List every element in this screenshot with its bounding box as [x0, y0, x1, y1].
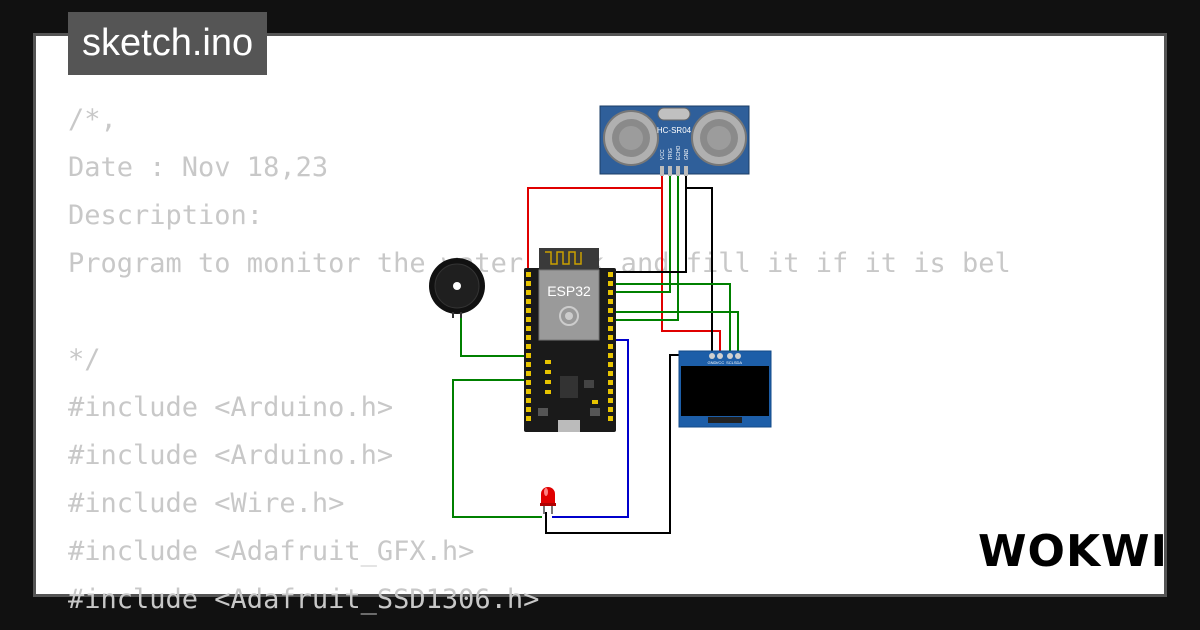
sensor-pin-label: GND — [684, 149, 690, 161]
wire-green-buzzer — [460, 312, 528, 357]
oled-pin-label: VCC — [716, 360, 725, 365]
sensor-label: HC-SR04 — [657, 126, 692, 135]
wokwi-logo: WOKWI — [978, 524, 1167, 581]
oled-pin-label: GND — [708, 360, 717, 365]
ultrasonic-sensor: HC-SR04 VCC TRIG ECHO GND — [599, 105, 750, 176]
wire-green-scl — [612, 283, 731, 355]
wire-green-echo — [612, 172, 679, 321]
sensor-pin-label: VCC — [660, 149, 666, 160]
buzzer — [429, 258, 485, 318]
wire-green-trig — [612, 172, 671, 293]
code-line: Description: — [68, 200, 264, 231]
logo-text: WOKWI — [978, 526, 1168, 577]
wire-red-oled-vcc — [661, 188, 721, 355]
esp32-board: ESP32 — [524, 248, 616, 432]
sensor-pin-label: ECHO — [676, 145, 682, 160]
mcu-label: ESP32 — [547, 283, 591, 299]
code-line: /*, — [68, 104, 117, 135]
filename-tab: sketch.ino — [68, 12, 268, 75]
wires — [452, 172, 739, 534]
sensor-pin-label: TRIG — [668, 148, 674, 160]
wire-red-vcc — [527, 172, 663, 280]
oled-pin-label: SCL — [726, 360, 735, 365]
code-line: #include <Arduino.h> — [68, 392, 394, 423]
wire-green-led — [452, 379, 542, 518]
code-line: #include <Wire.h> — [68, 488, 345, 519]
wire-black-gnd-esp — [612, 188, 687, 273]
wire-blue-led — [552, 339, 629, 518]
oled-pin-label: SDA — [734, 360, 743, 365]
wire-black-gnd — [685, 172, 713, 355]
red-led — [540, 487, 556, 514]
code-line: #include <Adafruit_SSD1306.h> — [68, 584, 540, 615]
wire-green-sda — [612, 311, 739, 355]
esp32-pins-right — [608, 272, 613, 421]
esp32-pins-left — [526, 272, 531, 421]
code-line: #include <Arduino.h> — [68, 440, 394, 471]
code-line: Date : Nov 18,23 — [68, 152, 329, 183]
code-line: */ — [68, 344, 101, 375]
wokwi-logo-mark: WOKWI — [978, 526, 1167, 577]
oled-display: GND VCC SCL SDA — [678, 350, 772, 428]
code-line: #include <Adafruit_GFX.h> — [68, 536, 475, 567]
